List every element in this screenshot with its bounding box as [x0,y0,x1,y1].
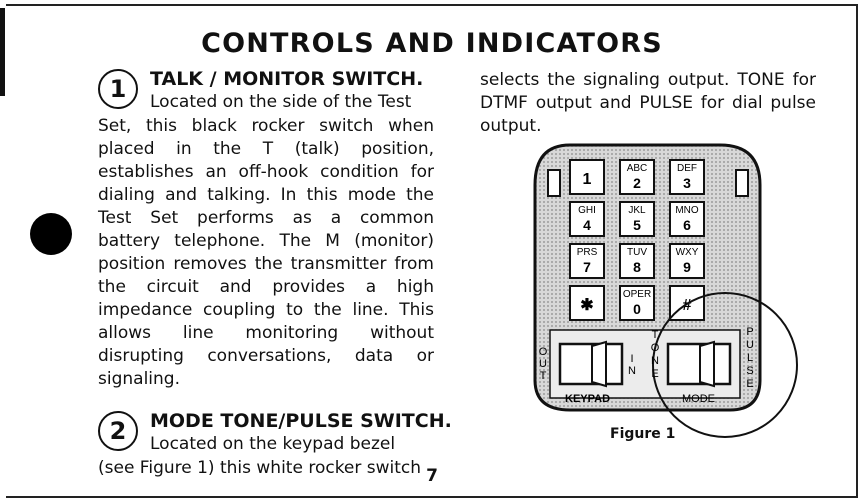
key-digit: 4 [583,217,591,233]
key-digit: 6 [683,217,691,233]
key-letters: JKL [628,205,646,216]
key-digit: # [683,297,692,314]
left-column: 1 TALK / MONITOR SWITCH. Located on the … [98,68,452,480]
page-border [6,4,858,498]
key-letters: PRS [577,247,598,258]
figure-caption: Figure 1 [610,426,676,442]
key-digit: 2 [633,175,641,191]
key-digit: 5 [633,217,641,233]
page-number: 7 [426,466,438,486]
key-letters: ABC [627,163,648,174]
item-1-number: 1 [98,69,138,109]
item-1-heading: TALK / MONITOR SWITCH. [150,68,424,90]
item-2-text: (see Figure 1) this white rocker switch [98,458,422,478]
magnifier-circle [652,292,798,438]
item-2-number: 2 [98,411,138,451]
right-column-text: selects the signaling output. TONE for D… [480,70,816,136]
key-letters: DEF [677,163,697,174]
rocker-left [591,340,607,388]
mode-label: MODE [682,393,715,405]
key-digit: 1 [583,171,592,188]
item-1-text: Set, this black rocker switch when place… [98,116,434,389]
item-2-first-line: Located on the keypad bezel [150,434,396,454]
left-side-slot [547,169,561,197]
right-column: selects the signaling output. TONE for D… [480,69,816,138]
keypad-figure: 1ABC2DEF3GHI4JKL5MNO6PRS7TUV8WXY9✱OPER0#… [533,143,798,438]
key-digit: 8 [633,259,641,275]
key-1[interactable]: 1 [569,159,605,195]
item-2-heading: MODE TONE/PULSE SWITCH. [150,410,452,432]
key-letters: WXY [676,247,699,258]
item-1-first-line: Located on the side of the Test [150,92,412,112]
key-digit: ✱ [580,297,593,314]
rocker-right [699,340,715,388]
key-letters: OPER [623,289,651,300]
page-title: CONTROLS AND INDICATORS [201,28,663,59]
key-digit: 7 [583,259,591,275]
key-letters: TUV [627,247,647,258]
key-digit: 3 [683,175,691,191]
key-digit: 9 [683,259,691,275]
key-10[interactable]: ✱ [569,285,605,321]
key-letters: MNO [675,205,699,216]
right-side-slot [735,169,749,197]
key-letters: GHI [578,205,596,216]
binding-bar [0,8,5,96]
item-1-header: 1 TALK / MONITOR SWITCH. Located on the … [98,68,434,115]
item-2-header: 2 MODE TONE/PULSE SWITCH. Located on the… [98,410,452,457]
keypad-label: KEYPAD [565,393,610,405]
key-digit: 0 [633,301,641,317]
punch-hole [30,213,72,255]
